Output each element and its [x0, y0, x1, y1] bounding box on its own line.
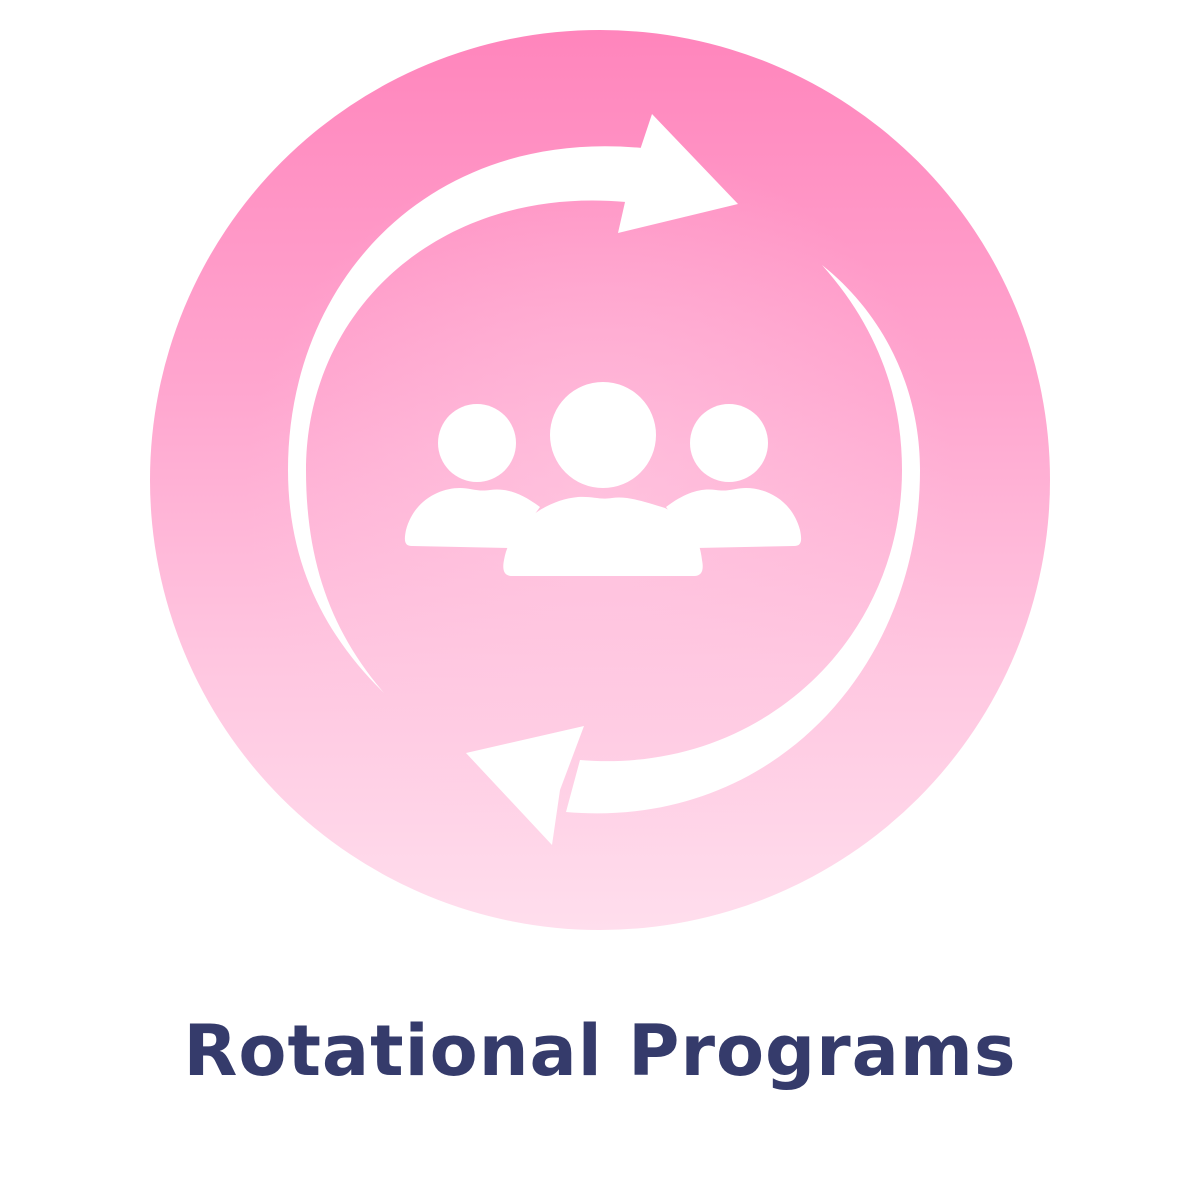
cycle-arrow-bottom-icon [466, 265, 920, 845]
cycle-arrow-top-icon [288, 114, 738, 694]
person-left-body-icon [404, 488, 540, 548]
person-right-head-icon [690, 404, 768, 482]
person-center-body-icon [503, 496, 703, 576]
page-title: Rotational Programs [183, 1010, 1017, 1092]
person-right-body-icon [666, 488, 802, 548]
team-people-icon [404, 382, 802, 576]
person-left-head-icon [438, 404, 516, 482]
person-center-head-icon [550, 382, 656, 488]
